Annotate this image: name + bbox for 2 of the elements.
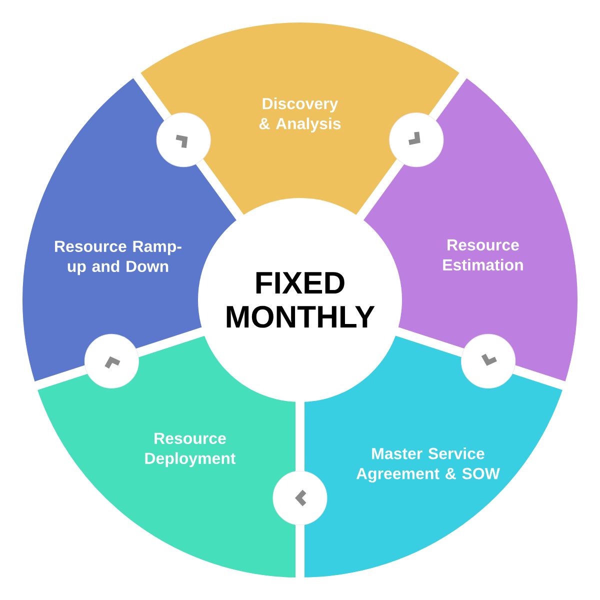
chevron-arrow <box>176 134 188 148</box>
chevron-arrow <box>408 132 420 145</box>
